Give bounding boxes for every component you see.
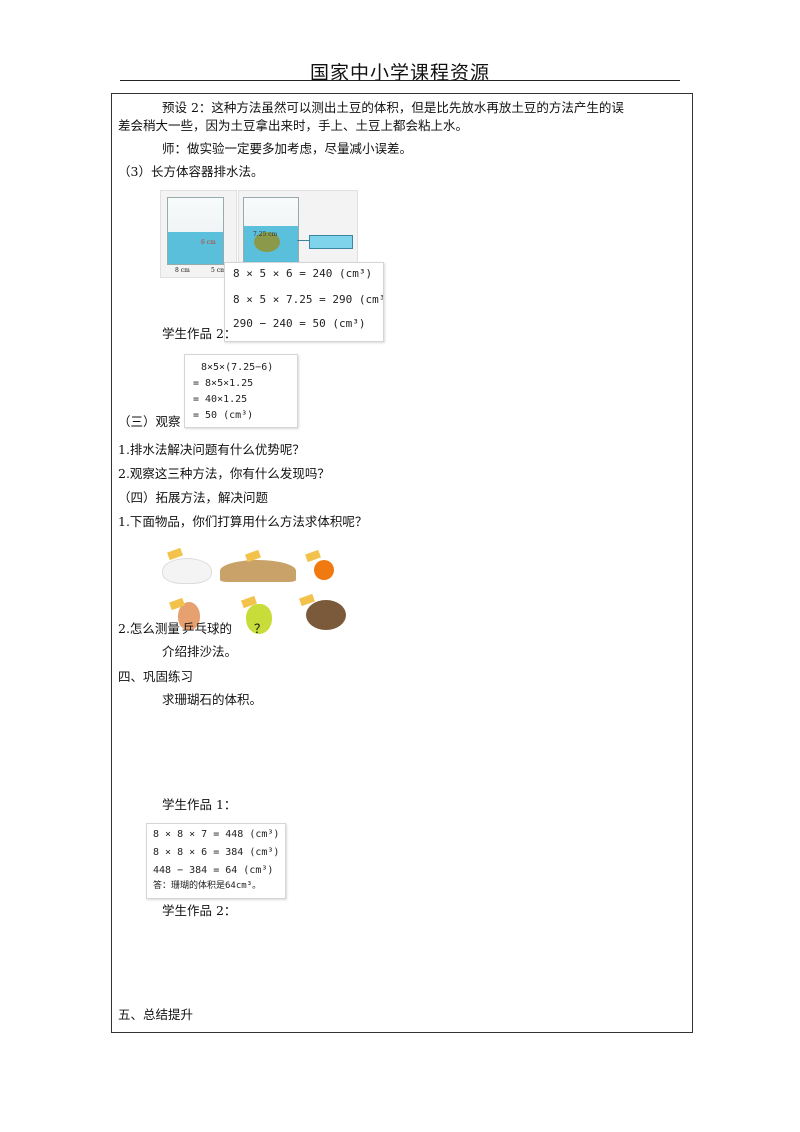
header-rule: [120, 80, 680, 81]
orange-icon: [304, 549, 336, 582]
work2-line-1: 8×5×(7.25−6): [201, 362, 274, 373]
work1-line-1: 8 × 5 × 6 = 240 (cm³): [233, 267, 373, 280]
student-work-1-label: 学生作品 1：: [162, 797, 237, 812]
question-4: 2.怎么测量乒乓球的 ？: [118, 620, 266, 638]
salt-pile-icon: [160, 547, 212, 584]
method3-heading: （3）长方体容器排水法。: [118, 164, 264, 179]
tank-after: [243, 197, 299, 265]
tank-photo-before: 8 cm 5 cm 6 cm: [160, 190, 237, 278]
student-work-2-label-b: 学生作品 2：: [162, 903, 237, 918]
work1-line-2: 8 × 5 × 7.25 = 290 (cm³): [233, 293, 384, 306]
student-work-card-3: 8 × 8 × 7 = 448 (cm³) 8 × 8 × 6 = 384 (c…: [146, 823, 286, 899]
work3-line-1: 8 × 8 × 7 = 448 (cm³): [153, 829, 280, 840]
part5-heading: 五、总结提升: [118, 1007, 194, 1022]
work2-line-4: = 50 (cm³): [193, 410, 254, 421]
coral-task: 求珊瑚石的体积。: [162, 692, 263, 707]
cuboid-water-icon: [309, 235, 353, 249]
work2-line-3: = 40×1.25: [193, 394, 248, 405]
question-1: 1.排水法解决问题有什么优势呢？: [118, 442, 305, 457]
work3-line-2: 8 × 8 × 6 = 384 (cm³): [153, 847, 280, 858]
tank-label-length: 8 cm: [175, 267, 190, 274]
page-header-title: 国家中小学课程资源: [309, 62, 490, 84]
question-4-part-b: 乒乓球的: [181, 621, 232, 636]
section3-heading: （三）观察: [118, 414, 181, 429]
student-work-card-2: 8×5×(7.25−6) = 8×5×1.25 = 40×1.25 = 50 (…: [184, 354, 298, 428]
tank-label-height: 6 cm: [201, 239, 216, 246]
part4-heading: 四、巩固练习: [118, 669, 194, 684]
content-frame: [111, 93, 693, 1033]
student-work-card-1: 8 × 5 × 6 = 240 (cm³) 8 × 5 × 7.25 = 290…: [224, 262, 384, 342]
potato-icon: [299, 593, 348, 634]
water-level-before: [168, 232, 223, 264]
potato-in-water-icon: [254, 232, 280, 252]
question-4-part-c: ？: [253, 621, 267, 636]
student-work-2-label-a: 学生作品 2：: [162, 326, 237, 341]
arrow-icon: [297, 240, 309, 241]
section4-heading: （四）拓展方法，解决问题: [118, 490, 269, 505]
work2-line-2: = 8×5×1.25: [193, 378, 254, 389]
question-2: 2.观察这三种方法，你有什么发现吗？: [118, 466, 330, 481]
teacher-remark: 师：做实验一定要多加考虑，尽量减小误差。: [162, 141, 413, 156]
tank-label-width: 5 cm: [211, 267, 226, 274]
sand-method-intro: 介绍排沙法。: [162, 644, 238, 659]
sand-pile-icon: [220, 549, 296, 582]
preset2-line1: 预设 2：这种方法虽然可以测出土豆的体积，但是比先放水再放土豆的方法产生的误: [162, 100, 624, 115]
work1-line-3: 290 − 240 = 50 (cm³): [233, 317, 366, 330]
question-4-part-a: 2.怎么测量: [118, 621, 180, 636]
tank-before: [167, 197, 224, 265]
egg-icon: [169, 597, 202, 632]
work3-line-3: 448 − 384 = 64 (cm³): [153, 865, 274, 876]
preset2-line2: 差会稍大一些，因为土豆拿出来时，手上、土豆上都会粘上水。: [118, 118, 469, 133]
work3-line-4: 答：珊瑚的体积是64cm³。: [153, 881, 262, 891]
tank-label-new-height: 7.25 cm: [253, 231, 278, 238]
question-3: 1.下面物品，你们打算用什么方法求体积呢？: [118, 514, 368, 529]
pear-icon: [238, 595, 274, 634]
